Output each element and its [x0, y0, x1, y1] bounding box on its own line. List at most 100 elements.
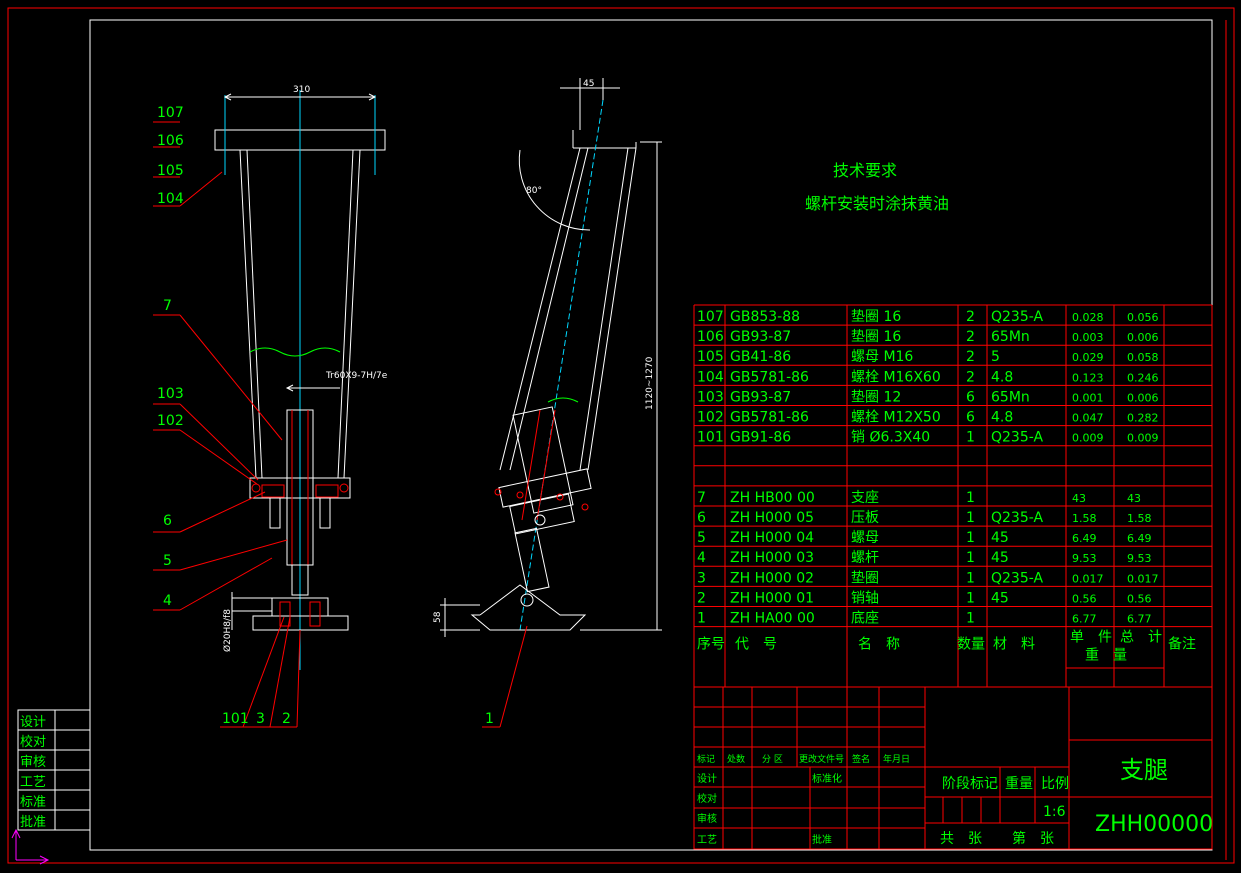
bom-cell: 1.58 [1127, 512, 1152, 525]
tb-mark: 标记 [697, 753, 715, 765]
bom-cell: ZH H000 01 [730, 590, 814, 606]
bom-cell: 2 [966, 349, 975, 365]
bom-cell: 0.003 [1072, 331, 1104, 344]
bom-cell: 6 [966, 410, 975, 426]
bom-cell: 螺栓 M16X60 [851, 369, 941, 385]
bom-cell: 2 [966, 369, 975, 385]
tb-count: 处数 [727, 753, 745, 765]
bom-cell: 销轴 [851, 590, 879, 606]
callout-label: 105 [157, 163, 184, 179]
side-label: 标准 [20, 795, 46, 810]
bom-cell: 102 [697, 410, 724, 426]
bom-cell: 107 [697, 309, 724, 325]
bom-cell: ZH H000 05 [730, 510, 814, 526]
bom-cell: Q235-A [991, 430, 1043, 446]
bom-cell: 垫圈 16 [851, 329, 901, 345]
bom-cell: GB853-88 [730, 309, 800, 325]
side-label: 审核 [20, 755, 46, 770]
ucs-icon [11, 828, 50, 865]
callout-label: 101 [222, 711, 249, 727]
tb-approve: 批准 [812, 833, 832, 846]
dim-width-top: 310 [293, 85, 310, 95]
bom-cell: 1 [966, 550, 975, 566]
bom-cell: 6.77 [1127, 613, 1152, 626]
bom-cell: 螺母 M16 [851, 349, 913, 365]
bom-cell: 螺栓 M12X50 [851, 410, 941, 426]
bom-cell: 65Mn [991, 389, 1030, 405]
bom-cell: 6 [697, 510, 706, 526]
bom-cell: 0.047 [1072, 412, 1104, 425]
bom-cell: Q235-A [991, 309, 1043, 325]
side-label: 批准 [20, 815, 46, 830]
bom-cell: 9.53 [1127, 552, 1152, 565]
bom-cell: 1 [966, 510, 975, 526]
bom-cell: 0.56 [1072, 592, 1097, 605]
side-label: 校对 [20, 734, 46, 750]
bom-cell: 2 [966, 329, 975, 345]
bom-cell: 43 [1127, 492, 1141, 505]
bom-header-no: 序号 [697, 637, 725, 653]
bom-header-weight: 重 量 [1085, 648, 1127, 664]
bom-cell: GB41-86 [730, 349, 791, 365]
bom-cell: ZH H000 03 [730, 550, 814, 566]
bom-cell: ZH H000 04 [730, 530, 814, 546]
bom-cell: 0.246 [1127, 371, 1159, 384]
bom-header-material: 材 料 [993, 637, 1035, 653]
bom-cell: Q235-A [991, 510, 1043, 526]
tb-zone: 分 区 [762, 754, 783, 765]
tech-requirements-line: 螺杆安装时涂抹黄油 [805, 194, 949, 213]
callout-label: 1 [485, 711, 494, 727]
bom-cell: 1 [966, 570, 975, 586]
bom-cell: 压板 [851, 510, 879, 526]
callout-label: 5 [163, 553, 172, 569]
tb-sheets: 共 张 [940, 831, 982, 847]
bom-cell: 0.56 [1127, 592, 1152, 605]
bom-cell: GB91-86 [730, 430, 791, 446]
bom-cell: 0.001 [1072, 391, 1104, 404]
bom-cell: 45 [991, 550, 1009, 566]
callout-label: 7 [163, 298, 172, 314]
bom-cell: 4.8 [991, 369, 1013, 385]
bom-cell: 垫圈 16 [851, 309, 901, 325]
bom-cell: 2 [697, 590, 706, 606]
bom-cell: 0.282 [1127, 412, 1159, 425]
bom-cell: 底座 [851, 611, 879, 627]
dim-base-height: 58 [433, 611, 443, 623]
bom-cell: 0.009 [1072, 432, 1104, 445]
bom-header-total: 总 计 [1120, 630, 1162, 646]
side-label: 设计 [20, 715, 46, 730]
bom-cell: 1 [697, 611, 706, 627]
callout-label: 2 [282, 711, 291, 727]
outer-frame [7, 7, 1235, 864]
bom-header-remark: 备注 [1168, 636, 1196, 653]
tb-date: 年月日 [883, 753, 910, 765]
bom-cell: 销 Ø6.3X40 [851, 430, 930, 446]
bom-cell: 0.006 [1127, 331, 1159, 344]
side-view [440, 78, 662, 728]
bom-cell: 5 [991, 349, 1000, 365]
bom-cell: 2 [966, 309, 975, 325]
tb-review: 审核 [697, 812, 717, 825]
tb-scale: 1:6 [1043, 804, 1066, 820]
bom-cell: 45 [991, 590, 1009, 606]
bom-cell: 1 [966, 530, 975, 546]
bom-cell: GB93-87 [730, 329, 791, 345]
bom-cell: 螺母 [851, 530, 879, 546]
side-label: 工艺 [20, 775, 46, 790]
bom-cell: Q235-A [991, 570, 1043, 586]
bom-cell: 106 [697, 329, 724, 345]
callout-label: 106 [157, 133, 184, 149]
tb-change-doc: 更改文件号 [799, 753, 844, 765]
bom-cell: 垫圈 12 [851, 389, 901, 405]
bom-cell: 0.017 [1127, 572, 1159, 585]
bom-cell: 1 [966, 490, 975, 506]
dim-angle: 80° [526, 186, 542, 196]
bom-header-code: 代 号 [735, 637, 777, 653]
bom-cell: GB5781-86 [730, 369, 809, 385]
bom-cell: 0.009 [1127, 432, 1159, 445]
bom-cell: 65Mn [991, 329, 1030, 345]
bom-header-qty: 数量 [957, 637, 985, 653]
bom-cell: 0.058 [1127, 351, 1159, 364]
bom-cell: 1.58 [1072, 512, 1097, 525]
